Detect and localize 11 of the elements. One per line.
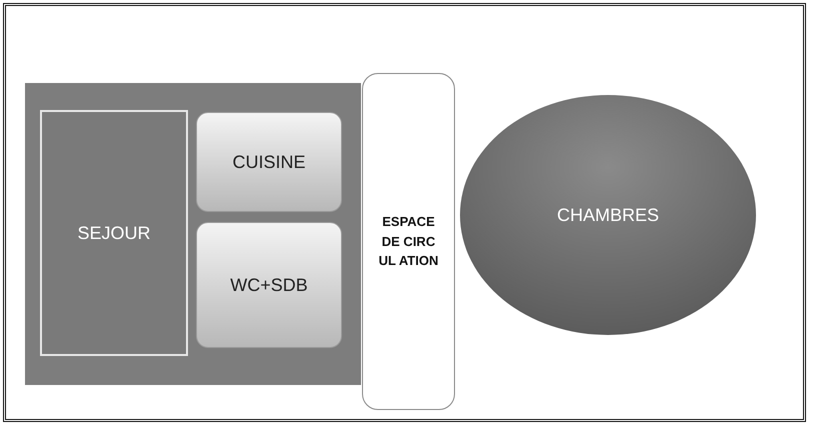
room-label: WC+SDB xyxy=(230,274,308,296)
room-label: SEJOUR xyxy=(77,222,150,244)
room-label: CHAMBRES xyxy=(556,204,659,226)
room-box xyxy=(196,112,342,212)
room-label: ESPACE DE CIRCUL ATION xyxy=(378,213,438,270)
zone-ellipse xyxy=(460,95,756,335)
room-block xyxy=(40,110,188,356)
circulation-box xyxy=(362,73,455,410)
room-box xyxy=(196,222,342,348)
zone-panel xyxy=(25,83,361,385)
room-label: CUISINE xyxy=(232,152,306,172)
